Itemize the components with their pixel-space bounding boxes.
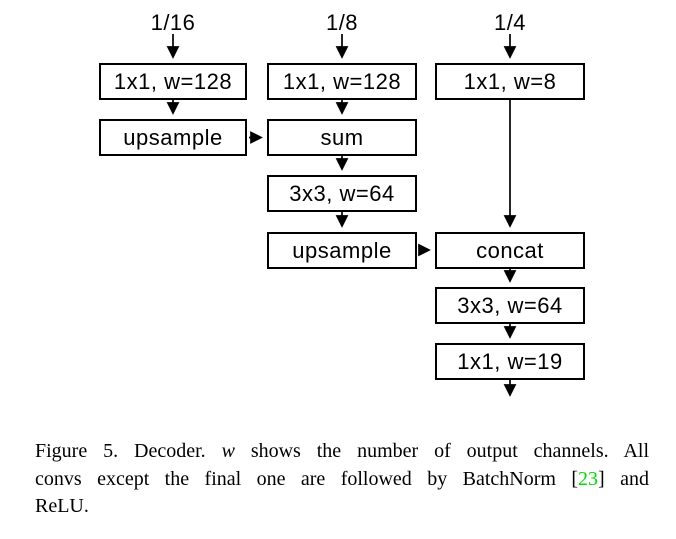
caption-text: ] and xyxy=(598,467,649,490)
caption-text: shows the number of output channels. All xyxy=(234,440,649,462)
caption-text: convs except the final one are followed … xyxy=(35,467,579,490)
node-col1-conv-1x1-w128: 1x1, w=128 xyxy=(99,63,247,100)
caption-text: ReLU. xyxy=(35,495,89,517)
node-col3-conv-3x3-w64: 3x3, w=64 xyxy=(435,287,585,324)
node-col2-sum: sum xyxy=(267,119,417,156)
caption-text: Figure 5. Decoder. xyxy=(35,440,222,462)
figure-caption: Figure 5. Decoder. w shows the number of… xyxy=(35,438,649,521)
node-col1-upsample: upsample xyxy=(99,119,247,156)
node-col3-concat: concat xyxy=(435,232,585,269)
diagram-arrows xyxy=(166,34,517,397)
node-col3-conv-1x1-w8: 1x1, w=8 xyxy=(435,63,585,100)
scale-label-1-4: 1/4 xyxy=(493,10,527,35)
node-col3-conv-1x1-w19: 1x1, w=19 xyxy=(435,343,585,380)
node-col2-conv-1x1-w128: 1x1, w=128 xyxy=(267,63,417,100)
node-col2-conv-3x3-w64: 3x3, w=64 xyxy=(267,175,417,212)
decoder-diagram: 1/16 1/8 1/4 1x1, w=128 upsample 1x1, w=… xyxy=(99,10,585,397)
caption-line-3: ReLU. xyxy=(35,493,649,521)
scale-label-1-8: 1/8 xyxy=(325,10,359,35)
node-col2-upsample: upsample xyxy=(267,232,417,269)
caption-line-2: convs except the final one are followed … xyxy=(35,466,649,494)
caption-line-1: Figure 5. Decoder. w shows the number of… xyxy=(35,438,649,466)
scale-label-1-16: 1/16 xyxy=(150,10,196,35)
caption-math-variable-w: w xyxy=(221,440,235,462)
citation-link-23[interactable]: 23 xyxy=(578,467,599,490)
